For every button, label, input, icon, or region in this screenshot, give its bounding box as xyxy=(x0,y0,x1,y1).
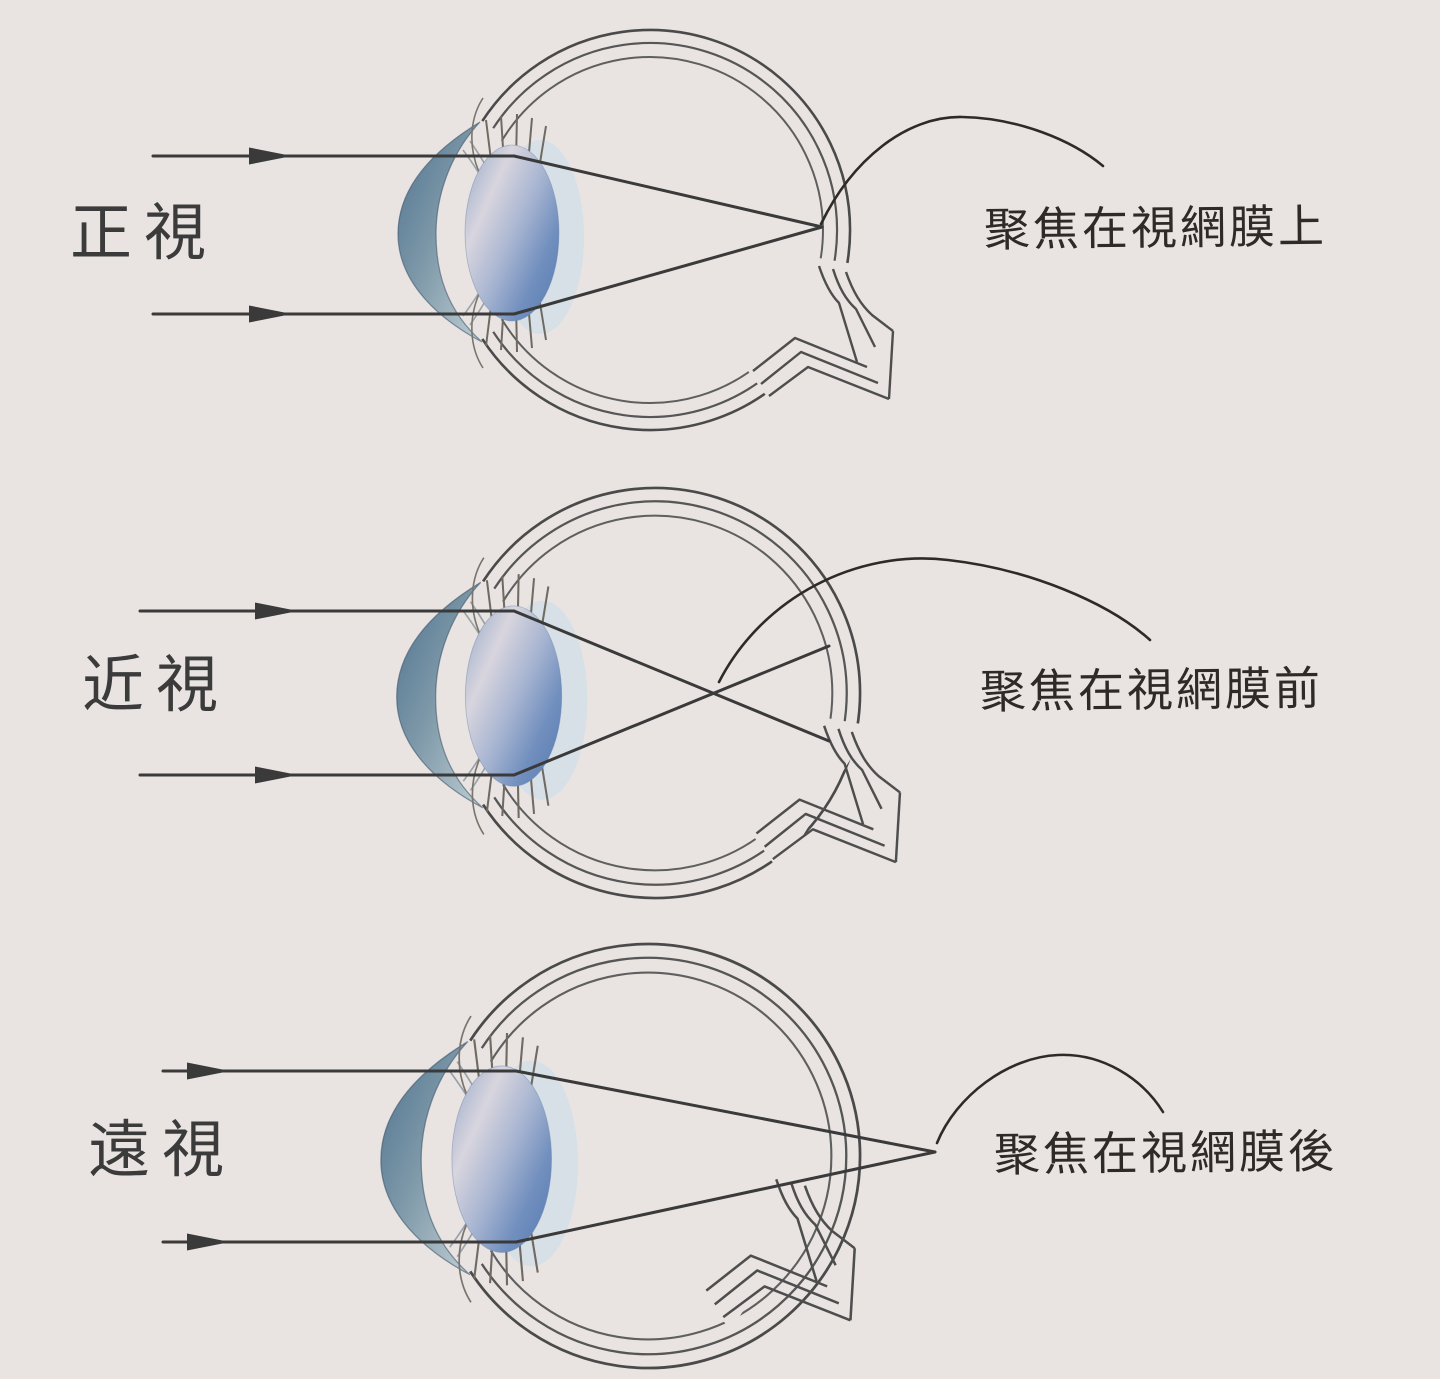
optic-nerve xyxy=(743,715,902,873)
nerve-notch xyxy=(743,715,872,873)
optic-nerve-line xyxy=(722,1285,851,1322)
sclera-outline xyxy=(481,28,852,432)
optic-nerve-line xyxy=(755,798,874,835)
optic-nerve-line xyxy=(768,365,890,401)
annotation-focus-before-retina: 聚焦在視網膜前 xyxy=(979,661,1324,719)
ciliary-body-outline xyxy=(471,293,484,369)
ciliary-muscle-line xyxy=(529,1226,539,1273)
eye-diagram-myopia xyxy=(396,486,902,900)
eye-diagram-hyperopia xyxy=(380,942,862,1370)
cornea xyxy=(396,581,484,809)
optic-nerve-line xyxy=(822,725,865,825)
label-emmetropia: 正視 xyxy=(70,200,219,268)
optic-nerve-line xyxy=(789,1182,837,1266)
optic-nerve-line xyxy=(760,350,879,385)
sclera-outline xyxy=(469,942,862,1370)
ray-arrowhead xyxy=(187,1233,230,1251)
ciliary-body-outline xyxy=(458,1223,472,1303)
retina-outline xyxy=(502,514,834,872)
light-ray xyxy=(512,154,824,229)
optic-nerve-line xyxy=(763,812,886,848)
light-ray xyxy=(512,225,824,316)
ray-arrowhead xyxy=(255,602,298,620)
optic-nerve xyxy=(692,1168,856,1331)
lens xyxy=(464,605,563,787)
optic-nerve-line xyxy=(817,265,859,363)
eye-diagram-emmetropia xyxy=(397,28,895,432)
light-rays-emmetropia xyxy=(151,115,1105,323)
lens xyxy=(464,144,560,322)
focus-pointer-curve xyxy=(717,557,1152,684)
ciliary-body-outline xyxy=(471,758,485,835)
ciliary-body-outline xyxy=(471,557,485,634)
optic-nerve-line xyxy=(849,1248,856,1321)
choroid-outline xyxy=(480,956,848,1356)
ray-arrowhead xyxy=(249,147,292,165)
light-ray xyxy=(514,1150,937,1244)
optic-nerve-line xyxy=(844,271,894,332)
optic-nerve-line xyxy=(894,792,902,863)
light-ray xyxy=(512,609,831,743)
ciliary-body-outline xyxy=(458,1015,472,1095)
choroid-outline xyxy=(493,500,848,886)
optic-nerve-line xyxy=(837,728,883,810)
ciliary-body-outline xyxy=(471,97,484,173)
optic-nerve-line xyxy=(752,336,868,372)
optic-nerve-line xyxy=(831,268,877,348)
ray-arrowhead xyxy=(187,1062,230,1080)
light-rays-myopia xyxy=(138,557,1152,784)
annotation-focus-on-retina: 聚焦在視網膜上 xyxy=(983,199,1328,257)
ciliary-muscle-line xyxy=(540,761,550,806)
nerve-notch xyxy=(740,256,865,409)
light-ray xyxy=(512,644,831,777)
optic-nerve-line xyxy=(705,1254,828,1292)
light-ray xyxy=(514,1069,937,1154)
ciliary-muscle-line xyxy=(529,1045,539,1092)
focus-pointer-curve xyxy=(935,1053,1165,1145)
focus-pointer-curve xyxy=(819,115,1105,226)
optic-nerve-line xyxy=(803,1185,856,1250)
retina-outline xyxy=(500,56,824,404)
retina-outline xyxy=(489,971,833,1341)
cornea xyxy=(380,1040,471,1276)
lens xyxy=(451,1065,552,1253)
sclera-outline xyxy=(481,486,862,900)
label-hyperopia: 遠視 xyxy=(88,1117,237,1185)
label-myopia: 近視 xyxy=(82,652,231,720)
light-rays-hyperopia xyxy=(161,1053,1165,1251)
optic-nerve-line xyxy=(887,330,895,400)
optic-nerve-line xyxy=(772,828,897,864)
nerve-notch xyxy=(692,1168,826,1331)
optic-nerve-line xyxy=(850,731,901,794)
cornea xyxy=(397,121,483,343)
optic-nerve-line xyxy=(713,1269,840,1306)
choroid-outline xyxy=(492,41,839,419)
ray-arrowhead xyxy=(249,305,292,323)
annotation-focus-behind-retina: 聚焦在視網膜後 xyxy=(993,1124,1338,1182)
optic-nerve xyxy=(740,256,895,409)
ray-arrowhead xyxy=(255,766,298,784)
